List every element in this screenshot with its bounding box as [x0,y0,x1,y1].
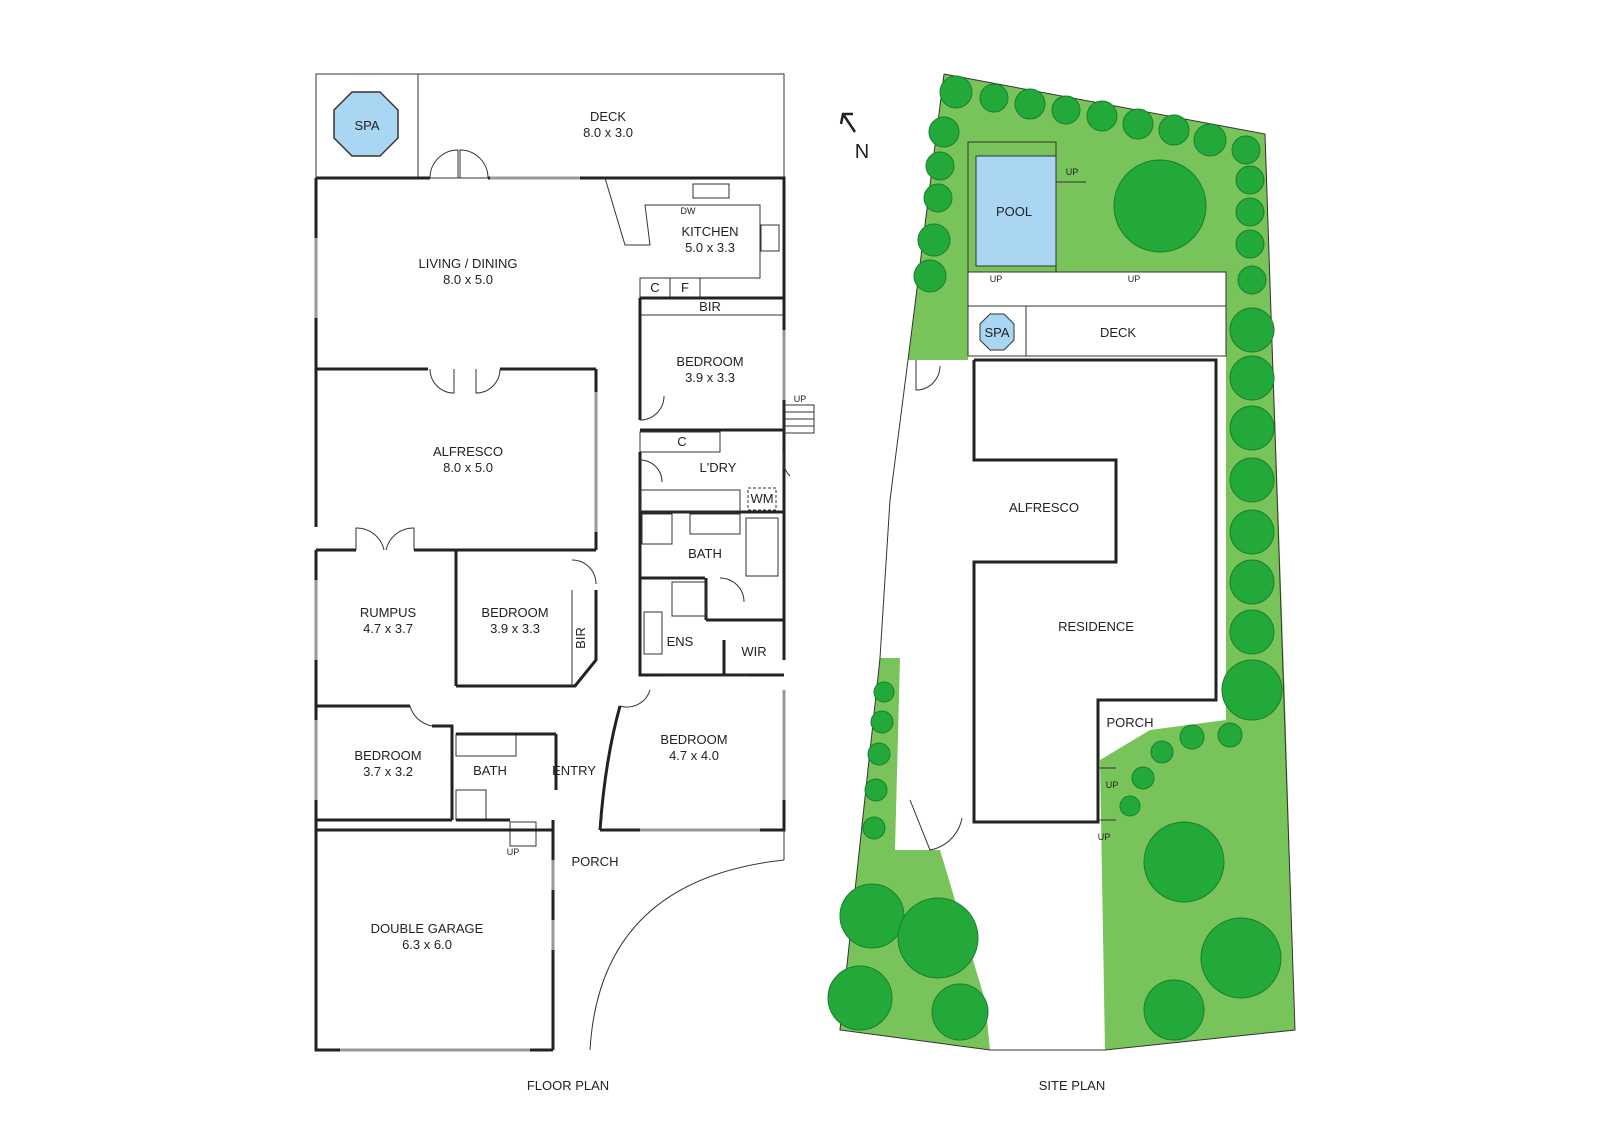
site-alfresco-label: ALFRESCO [1009,500,1079,515]
cupboard-label-kitchen: C [650,280,659,295]
bedroom-ne-label: BEDROOM [676,354,743,369]
wir-label: WIR [741,644,766,659]
north-label: N [855,141,869,163]
alfresco-label: ALFRESCO [433,444,503,459]
dw-label: DW [681,206,696,216]
site-trees [827,75,1283,1041]
garage-label: DOUBLE GARAGE [371,921,484,936]
fridge-label: F [681,280,689,295]
cupboard-label-laundry: C [677,434,686,449]
deck-size: 8.0 x 3.0 [583,125,633,140]
living-label: LIVING / DINING [419,256,518,271]
floor-plan: SPA DECK 8.0 x 3.0 KITCHEN 5.0 x 3.3 DW … [314,73,815,1093]
bedroom-master-label: BEDROOM [660,732,727,747]
site-plan-caption: SITE PLAN [1039,1078,1105,1093]
deck-up-label-left: UP [990,274,1003,284]
bedroom-mid-size: 3.9 x 3.3 [490,621,540,636]
pool-shape [975,155,1057,267]
laundry-label: L'DRY [700,460,737,475]
pool-label: POOL [996,204,1032,219]
bir-label-ne: BIR [699,299,721,314]
spa-shape [333,91,399,157]
floor-plan-caption: FLOOR PLAN [527,1078,609,1093]
rumpus-size: 4.7 x 3.7 [363,621,413,636]
rumpus-label: RUMPUS [360,605,417,620]
up-label-east: UP [794,394,807,404]
site-porch-label: PORCH [1107,715,1154,730]
bedroom-w-label: BEDROOM [354,748,421,763]
site-spa-label: SPA [984,325,1009,340]
north-arrow-icon [841,113,857,133]
garage-size: 6.3 x 6.0 [402,937,452,952]
spa-label: SPA [354,118,379,133]
porch-label: PORCH [572,854,619,869]
path-up-label: UP [1098,832,1111,842]
lawn-north [908,74,1285,700]
site-spa-shape [979,313,1015,351]
bedroom-master-size: 4.7 x 4.0 [669,748,719,763]
kitchen-label: KITCHEN [681,224,738,239]
site-deck-label: DECK [1100,325,1136,340]
bath-main-label: BATH [688,546,722,561]
deck-up-label-right: UP [1128,274,1141,284]
kitchen-size: 5.0 x 3.3 [685,240,735,255]
living-size: 8.0 x 5.0 [443,272,493,287]
bath-small-label: BATH [473,763,507,778]
entry-label: ENTRY [552,763,596,778]
ensuite-label: ENS [667,634,694,649]
bedroom-ne-size: 3.9 x 3.3 [685,370,735,385]
bedroom-mid-label: BEDROOM [481,605,548,620]
deck-label: DECK [590,109,626,124]
porch-up-label: UP [1106,780,1119,790]
pool-up-label: UP [1066,167,1079,177]
site-plan: N [827,73,1296,1093]
wm-label: WM [750,491,773,506]
residence-label: RESIDENCE [1058,619,1134,634]
bedroom-w-size: 3.7 x 3.2 [363,764,413,779]
up-label-entry: UP [507,847,520,857]
alfresco-size: 8.0 x 5.0 [443,460,493,475]
bir-label-mid: BIR [573,627,588,649]
